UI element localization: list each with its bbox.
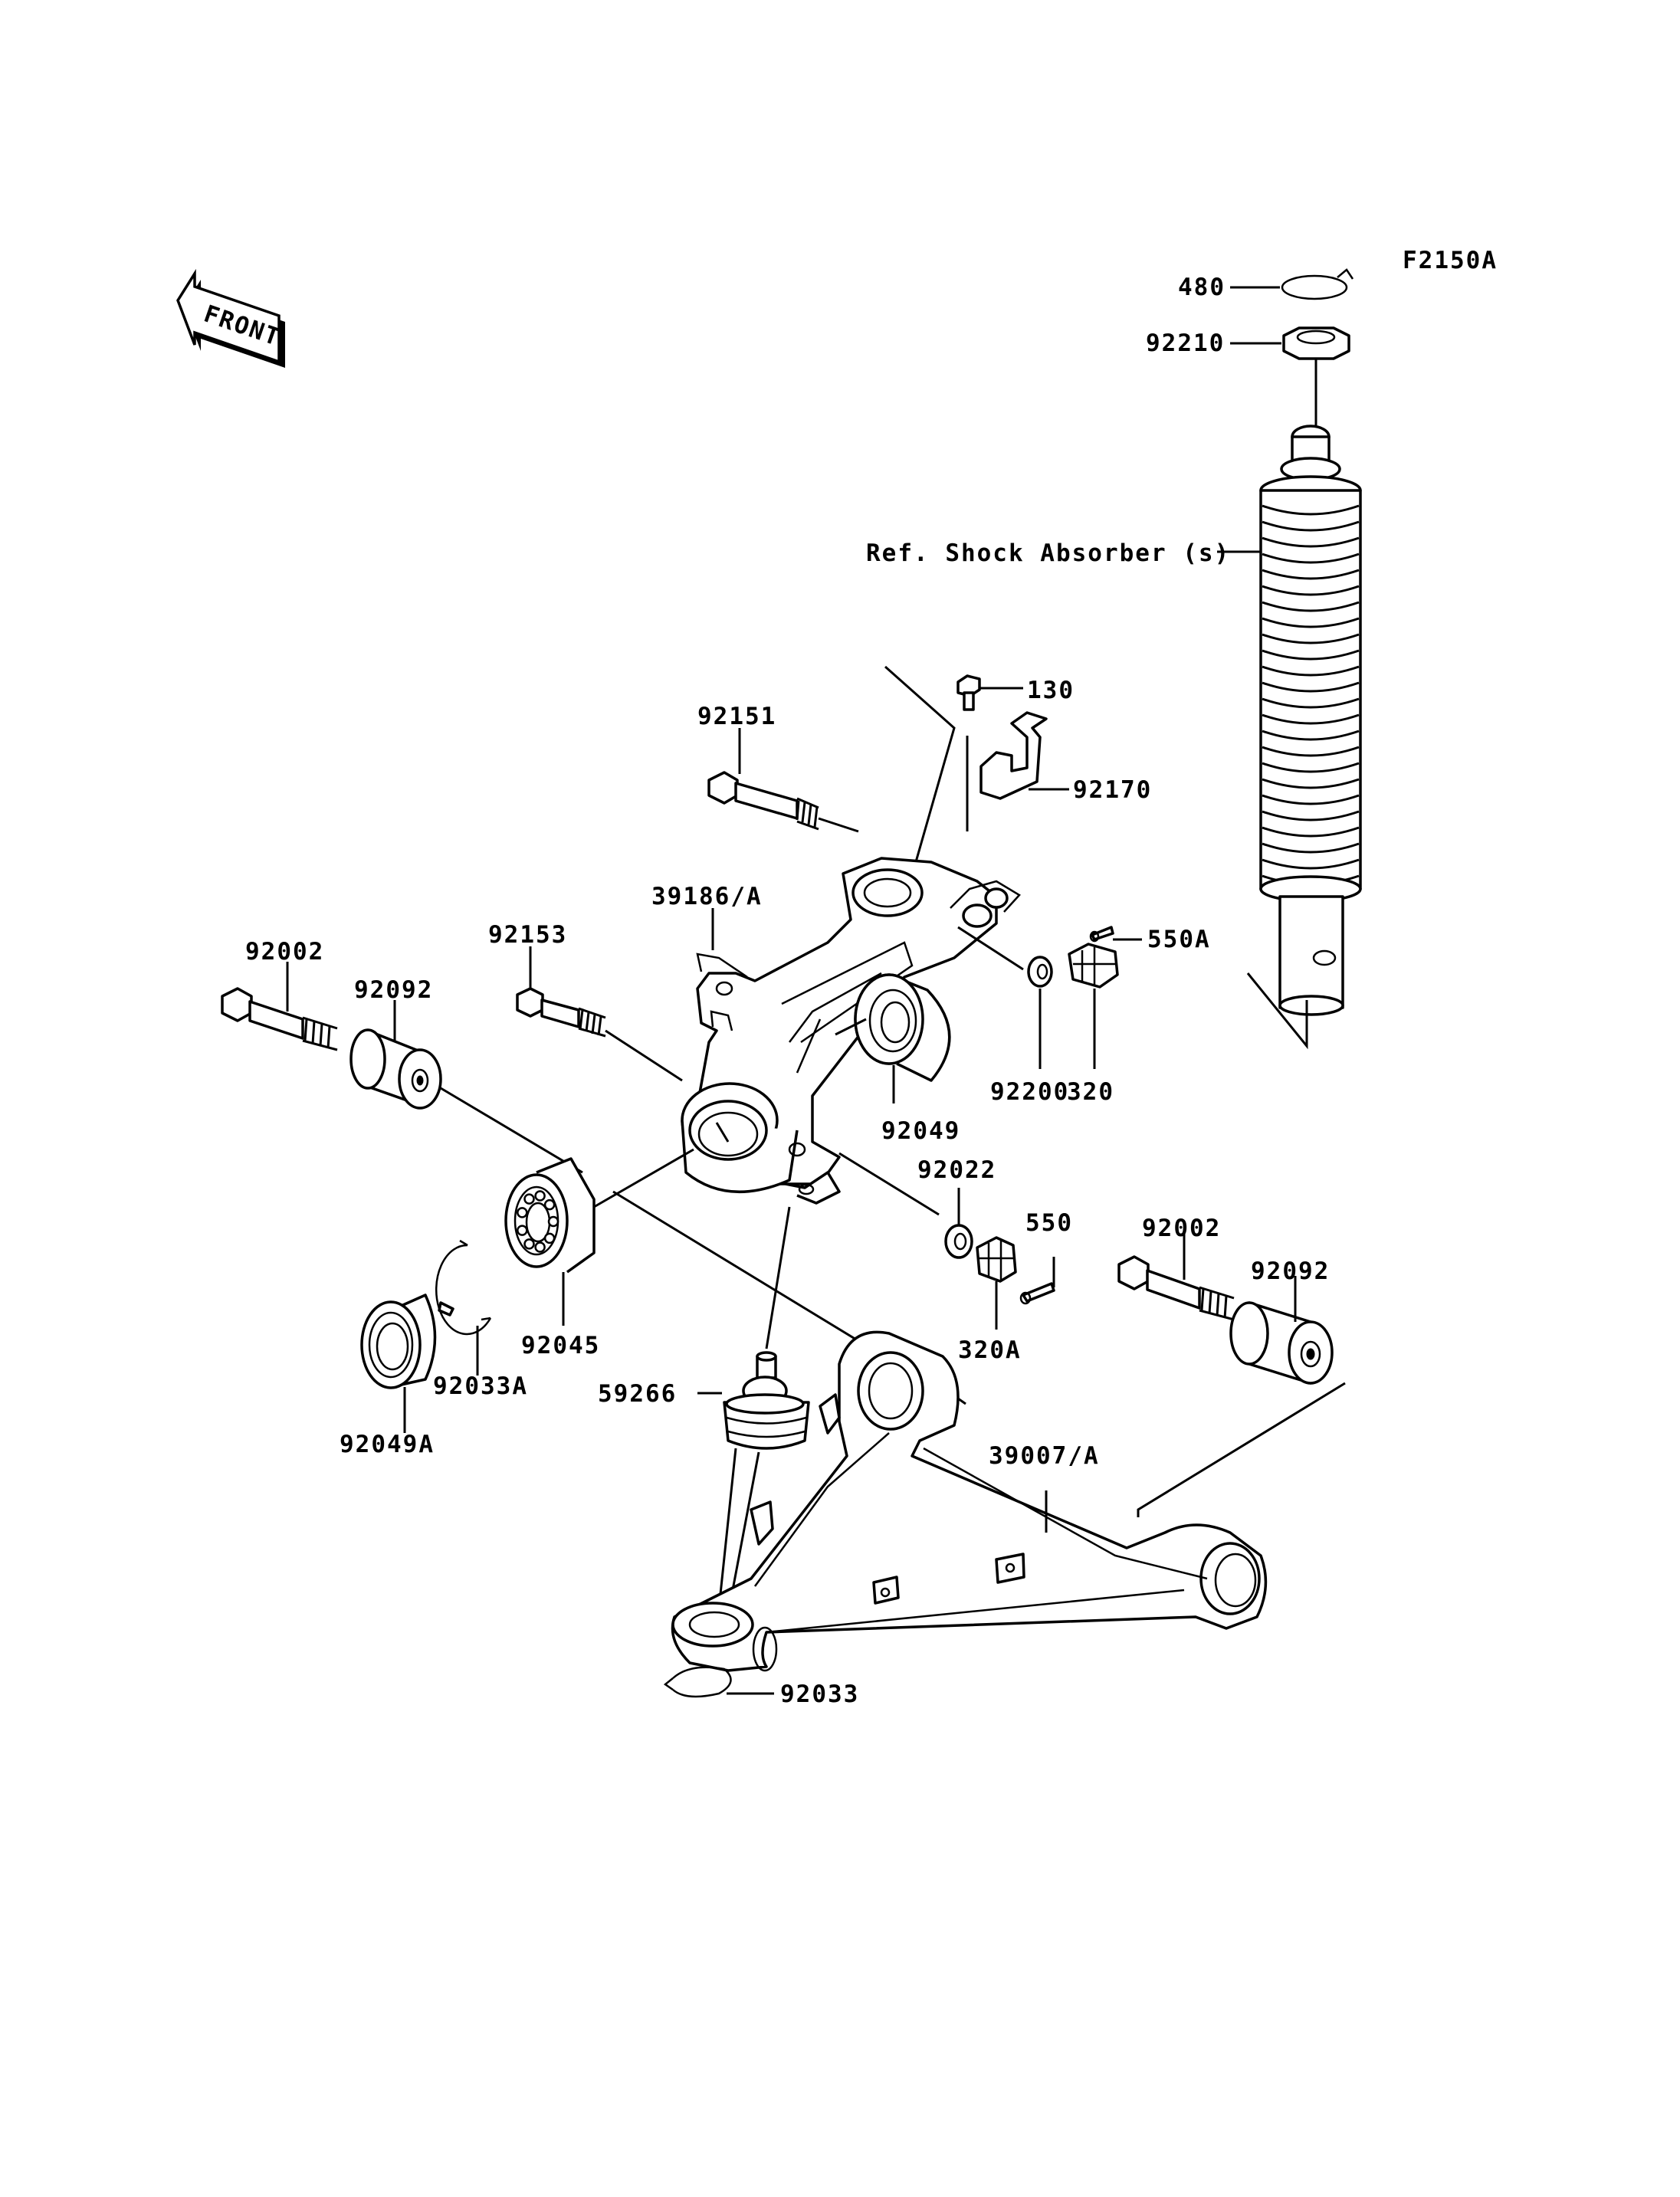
bearing-92045 (504, 1157, 596, 1274)
bearing-ball (543, 1232, 556, 1244)
spring-coil (1262, 858, 1360, 870)
cotter-pin-550 (1019, 1282, 1055, 1305)
callout-59266: 59266 (598, 1380, 677, 1408)
castle-nut-320A (976, 1236, 1017, 1283)
spring-coil (1262, 504, 1360, 516)
callout-92033: 92033 (780, 1681, 859, 1708)
spring-coil (1262, 810, 1360, 821)
circlip-92033 (663, 1666, 732, 1698)
bolt-92151 (707, 771, 819, 831)
spring-coil (1262, 713, 1360, 725)
callout-92045: 92045 (521, 1332, 600, 1359)
circlip-480 (1281, 268, 1354, 300)
washer-92022 (944, 1224, 973, 1259)
callout-92049: 92049 (881, 1117, 960, 1145)
bearing-ball (517, 1225, 528, 1236)
bolt-92153 (516, 987, 606, 1038)
callout-92170: 92170 (1073, 776, 1152, 804)
cotter-pin-550A (1089, 926, 1114, 943)
callout-320A: 320A (958, 1336, 1022, 1364)
callout-92022: 92022 (917, 1156, 996, 1184)
callout-92153: 92153 (488, 921, 567, 949)
bushing-92092-right (1229, 1301, 1334, 1385)
spring-coil (1262, 649, 1360, 661)
spring-coil (1262, 794, 1360, 805)
front-arrow-icon: FRONT (176, 268, 285, 368)
spring-coil (1262, 633, 1360, 644)
spring-coil (1262, 617, 1360, 628)
washer-92200 (1027, 956, 1053, 988)
bracket-92170 (979, 711, 1048, 800)
callout-130: 130 (1027, 677, 1075, 704)
bearing-92049 (854, 973, 951, 1082)
bolt-92002-left (221, 987, 338, 1051)
circlip-92033A (435, 1239, 492, 1336)
bearing-ball (547, 1215, 559, 1228)
shock-absorber (1259, 425, 1362, 1016)
callout-92049A: 92049A (340, 1431, 435, 1458)
bolt-92002-right (1117, 1255, 1235, 1321)
callout-92151: 92151 (697, 703, 776, 730)
callout-39007A: 39007/A (989, 1442, 1100, 1470)
castle-nut-320 (1068, 943, 1119, 989)
spring-coil (1262, 746, 1360, 757)
callout-92002-right: 92002 (1142, 1215, 1221, 1242)
a-arm-39007A (671, 1330, 1268, 1672)
nut-92210 (1282, 326, 1350, 360)
spring-coil (1262, 569, 1360, 580)
spring-coil (1262, 553, 1360, 564)
spring-coil (1262, 826, 1360, 838)
callout-39186A: 39186/A (651, 883, 763, 910)
callout-480: 480 (1178, 274, 1226, 301)
spring-coil (1262, 681, 1360, 693)
bearing-ball (534, 1190, 546, 1202)
callout-550: 550 (1025, 1209, 1073, 1237)
spring-coil (1262, 778, 1360, 789)
callout-92033A: 92033A (433, 1372, 528, 1400)
spring-coil (1262, 585, 1360, 596)
callout-320: 320 (1067, 1078, 1114, 1106)
spring-coil (1262, 601, 1360, 612)
spring-coil (1262, 536, 1360, 548)
seal-92049A (360, 1294, 437, 1389)
bearing-ball (543, 1199, 556, 1211)
ball-joint-59266 (723, 1351, 810, 1450)
spring-coil (1262, 842, 1360, 854)
callout-92092-left: 92092 (354, 976, 433, 1004)
bearing-ball (523, 1238, 535, 1250)
figure-code: F2150A (1403, 247, 1498, 274)
spring-coil (1262, 697, 1360, 709)
callout-92092-right: 92092 (1251, 1258, 1330, 1285)
callout-92002-left: 92002 (245, 938, 324, 966)
bearing-ball (517, 1207, 528, 1218)
spring-coil (1262, 520, 1360, 532)
spring-coil (1262, 762, 1360, 773)
bearing-ball (534, 1241, 546, 1253)
spring-coil (1262, 730, 1360, 741)
bearing-ball (523, 1193, 535, 1205)
callout-92210: 92210 (1146, 330, 1225, 357)
callout-92200: 92200 (990, 1078, 1069, 1106)
reference-shock-absorber: Ref. Shock Absorber (s) (866, 539, 1230, 567)
spring-coil (1262, 665, 1360, 677)
bushing-92092-left (349, 1028, 442, 1110)
bolt-130 (956, 674, 981, 711)
callout-550A: 550A (1147, 926, 1211, 953)
knuckle-39186A (681, 857, 1021, 1205)
